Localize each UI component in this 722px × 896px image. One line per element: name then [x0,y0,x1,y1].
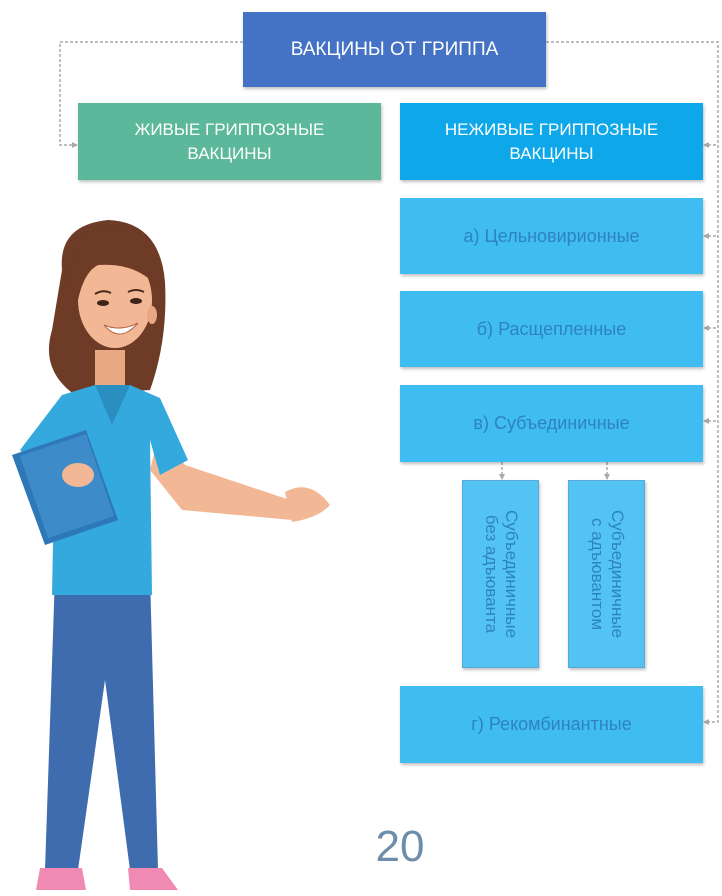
page-number: 20 [375,822,425,871]
live-vaccines-line1: ЖИВЫЕ ГРИППОЗНЫЕ [134,119,325,139]
type-label: г) Рекомбинантные [471,714,632,734]
type-box-whole-virion: а) Цельновирионные [400,198,703,274]
title-text: ВАКЦИНЫ ОТ ГРИППА [290,38,499,60]
type-label: в) Субъединичные [473,413,630,433]
nonlive-vaccines-line2: ВАКЦИНЫ [509,143,594,163]
type-box-subunit: в) Субъединичные [400,385,703,462]
live-vaccines-line2: ВАКЦИНЫ [187,143,272,163]
type-box-split: б) Расщепленные [400,291,703,367]
title-box: ВАКЦИНЫ ОТ ГРИППА [243,12,546,87]
type-label: а) Цельновирионные [463,225,640,246]
nonlive-vaccines-box: НЕЖИВЫЕ ГРИППОЗНЫЕ ВАКЦИНЫ [400,103,703,180]
subunit-without-adjuvant-box: Субъединичные без адъюванта [462,480,539,668]
live-vaccines-box: ЖИВЫЕ ГРИППОЗНЫЕ ВАКЦИНЫ [78,103,381,180]
type-label: б) Расщепленные [476,318,627,339]
subunit-with-adjuvant-box: Субъединичные с адъювантом [568,480,645,668]
nonlive-vaccines-line1: НЕЖИВЫЕ ГРИППОЗНЫЕ [444,119,659,139]
type-box-recombinant: г) Рекомбинантные [400,686,703,763]
